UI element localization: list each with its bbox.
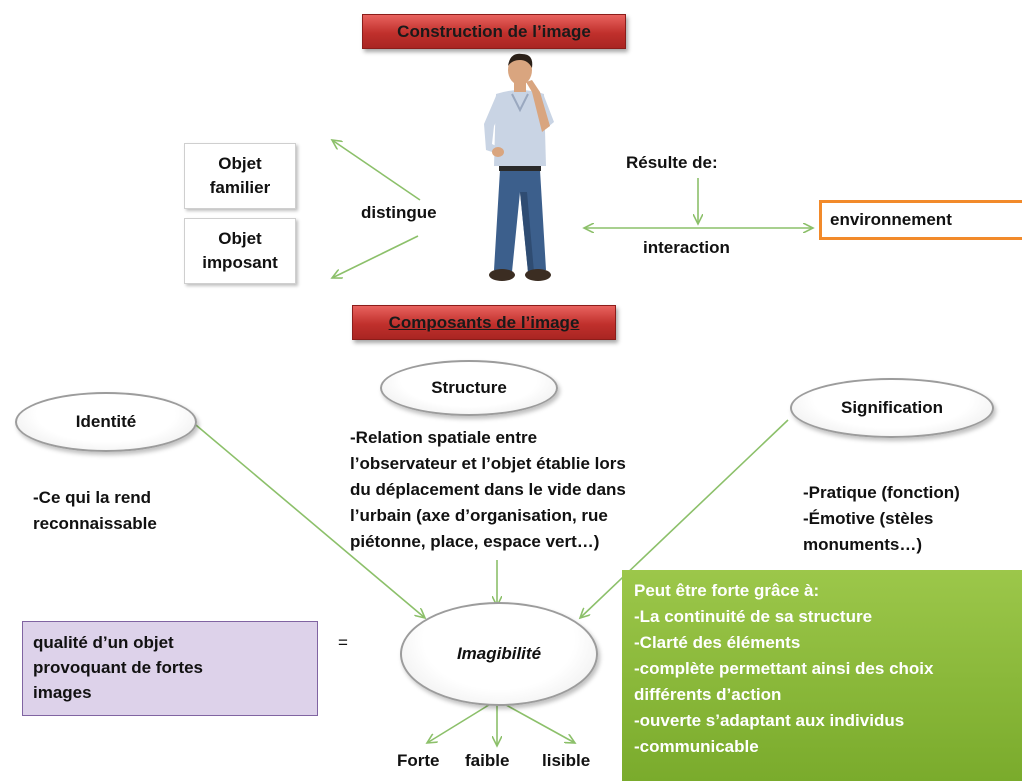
- signification-ellipse: Signification: [790, 378, 994, 438]
- strength-line: -communicable: [634, 737, 759, 756]
- environnement-box: environnement: [819, 200, 1022, 240]
- thinking-man-icon: [484, 53, 554, 281]
- objet-imposant-label: Objet imposant: [202, 229, 278, 272]
- definition-box: qualité d’un objet provoquant de fortes …: [22, 621, 318, 716]
- resulte-label: Résulte de:: [626, 153, 718, 172]
- banner-composants: Composants de l’image: [352, 305, 616, 340]
- arrow-to-objet-imposant: [332, 235, 419, 278]
- identite-description: -Ce qui la rend reconnaissable: [33, 488, 157, 533]
- arrow-to-objet-familier: [332, 140, 421, 201]
- objet-imposant-box: Objet imposant: [184, 218, 296, 284]
- strength-line: Peut être forte grâce à:: [634, 581, 820, 600]
- structure-label: Structure: [431, 378, 507, 397]
- structure-ellipse: Structure: [380, 360, 558, 416]
- identite-ellipse: Identité: [15, 392, 197, 452]
- strength-line: -La continuité de sa structure: [634, 607, 873, 626]
- banner-composants-label: Composants de l’image: [388, 312, 580, 332]
- label-lisible: lisible: [542, 751, 591, 770]
- objet-familier-box: Objet familier: [184, 143, 296, 209]
- banner-construction: Construction de l’image: [362, 14, 626, 49]
- imagibilite-label: Imagibilité: [456, 644, 542, 663]
- label-forte: Forte: [397, 751, 440, 770]
- signification-description: -Pratique (fonction) -Émotive (stèles mo…: [803, 483, 960, 554]
- structure-description: -Relation spatiale entre l’observateur e…: [350, 428, 626, 551]
- definition-text: qualité d’un objet provoquant de fortes …: [33, 633, 204, 702]
- strength-line: -Clarté des éléments: [634, 633, 801, 652]
- strength-line: différents d’action: [634, 685, 782, 704]
- arrow-signification-imagibilite: [580, 419, 789, 618]
- interaction-label: interaction: [643, 238, 730, 257]
- objet-familier-label: Objet familier: [209, 154, 271, 197]
- strength-line: -ouverte s’adaptant aux individus: [634, 711, 905, 730]
- imagibilite-ellipse: Imagibilité: [400, 602, 598, 706]
- strength-line: -complète permettant ainsi des choix: [634, 659, 934, 678]
- environnement-label: environnement: [830, 210, 952, 229]
- arrow-to-lisible: [496, 699, 575, 743]
- signification-label: Signification: [841, 398, 943, 417]
- distingue-label: distingue: [361, 203, 437, 222]
- arrow-identite-imagibilite: [189, 419, 425, 618]
- label-faible: faible: [465, 751, 510, 770]
- identite-label: Identité: [75, 412, 137, 431]
- strength-factors-box: Peut être forte grâce à: -La continuité …: [622, 570, 1022, 781]
- banner-construction-label: Construction de l’image: [397, 21, 591, 41]
- equals-sign: =: [338, 633, 348, 652]
- arrow-to-forte: [427, 699, 498, 743]
